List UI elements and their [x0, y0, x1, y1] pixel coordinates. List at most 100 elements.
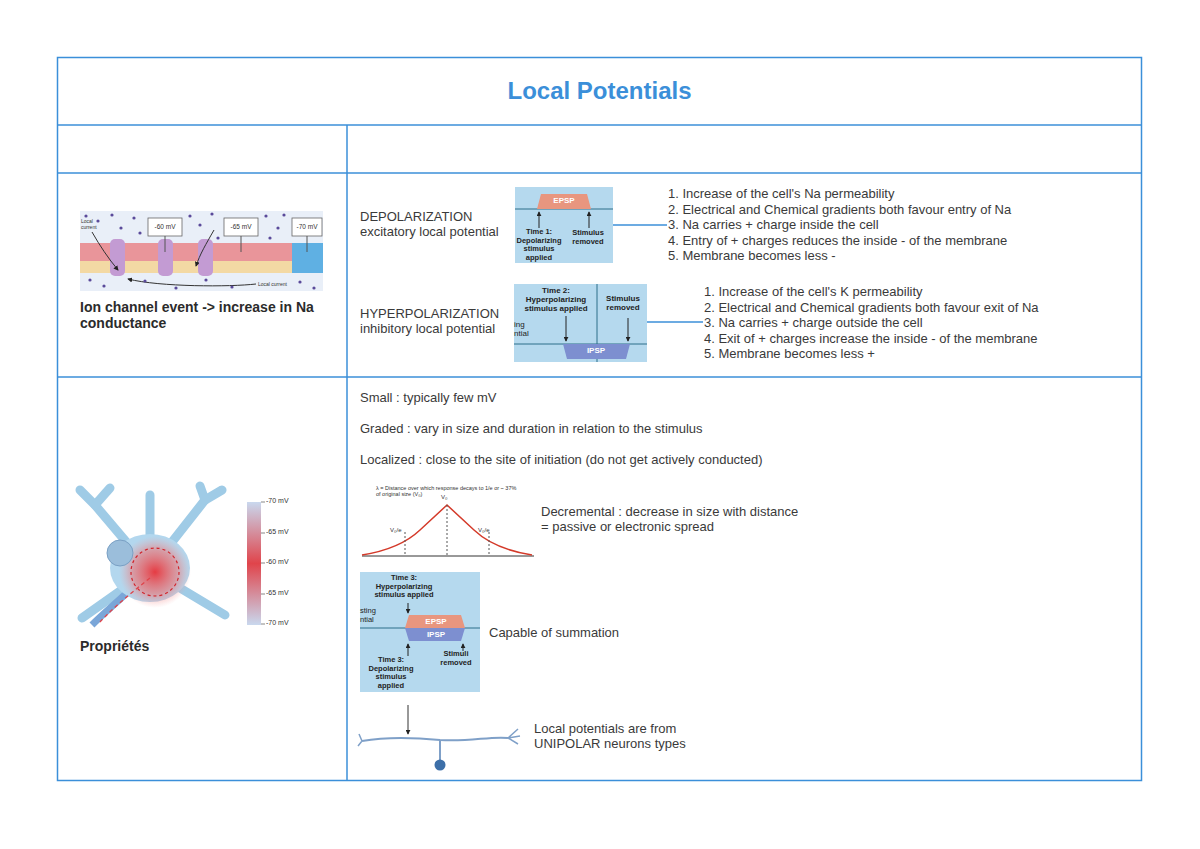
guide-line: [405, 532, 406, 556]
color-scale: [247, 502, 261, 625]
property-text: Graded : vary in size and duration in re…: [360, 422, 1060, 437]
ipsp-shape: [563, 344, 630, 359]
dendrite: [200, 486, 205, 500]
graph-symbol: V₀/e: [390, 527, 416, 534]
voltage-reading: -60 mV: [148, 223, 182, 230]
current-arrow: [92, 232, 118, 270]
graph-panel: Time 2: Hyperpolarizing stimulus applied…: [514, 284, 647, 362]
ion-dot: [312, 286, 315, 289]
cell-caption: Propriétés: [80, 638, 338, 654]
stimulus-arrow: [628, 318, 629, 341]
stimulus-arrow: [539, 212, 540, 228]
probe-wire: [241, 236, 242, 252]
dendrite: [95, 488, 110, 505]
graph-annotation: Stimuli removed: [432, 650, 480, 667]
graph-label: IPSP: [406, 630, 466, 639]
list-item: 1. Increase of the cell's K permeability: [704, 285, 1134, 300]
graph-annotation: Time 3: Depolarizing stimulus applied: [362, 656, 420, 691]
list-item: 2. Electrical and Chemical gradients bot…: [704, 301, 1134, 316]
ion-dot: [298, 280, 301, 283]
property-text: Small : typically few mV: [360, 391, 1060, 406]
leader-line: [613, 224, 667, 226]
graph-annotation: Time 1: Depolarizing stimulus applied: [515, 228, 563, 263]
axon: [362, 738, 508, 741]
table-title: Local Potentials: [57, 57, 1142, 125]
scale-label: -65 mV: [266, 528, 306, 536]
ion-dot: [268, 236, 271, 239]
table-cell: Ion channel event -> increase in Na cond…: [57, 173, 347, 377]
graph-panel-fill: [360, 572, 480, 692]
ion-dot: [204, 278, 207, 281]
epsp-shape: [537, 194, 591, 209]
scale-tick: [261, 594, 265, 595]
ion-dot: [88, 278, 91, 281]
table-cell: DEPOLARIZATION excitatory local potentia…: [347, 173, 1142, 377]
graph-label: EPSP: [545, 196, 583, 205]
probe-wire: [307, 236, 308, 252]
ion-dots: [84, 212, 315, 289]
table-cell: Small : typically few mV Graded : vary in…: [347, 377, 1142, 781]
stimulus-arrow: [408, 603, 409, 613]
ion-dot: [84, 214, 87, 217]
graph-panel-fill: [515, 187, 613, 263]
ion-dot: [143, 279, 146, 282]
graph-annotation: sting ntial: [360, 607, 384, 624]
nucleus: [107, 540, 133, 566]
voltage-reading: -65 mV: [224, 223, 258, 230]
list-item: 5. Membrane becomes less -: [668, 249, 1138, 264]
ion-dot: [230, 285, 233, 288]
table-frame: [58, 58, 1142, 781]
ion-dot: [119, 226, 122, 229]
ion-dot: [282, 213, 285, 216]
ion-dot: [216, 236, 219, 239]
guide-line: [447, 505, 448, 556]
scale-label: -60 mV: [266, 558, 306, 566]
table-cell: Propriétés: [57, 377, 347, 781]
epsp-shape: [405, 615, 465, 628]
scale-tick: [261, 563, 265, 564]
ion-dot: [264, 214, 267, 217]
stimulus-arrow: [589, 212, 590, 228]
decay-curve: [362, 505, 532, 555]
table-rule: [57, 124, 1142, 126]
illustration-label: Local current: [258, 282, 302, 288]
graph-note: λ = Distance over which response decays …: [376, 485, 520, 498]
graph-symbol: V₀: [441, 494, 461, 501]
scale-label: -70 mV: [266, 497, 306, 505]
graph-label: IPSP: [566, 346, 626, 355]
cell-caption: Ion channel event -> increase in Na cond…: [80, 299, 338, 331]
graph-label: EPSP: [406, 617, 466, 626]
list-item: 3. Na carries + charge outside the cell: [704, 316, 1134, 331]
scale-label: -70 mV: [266, 619, 306, 627]
property-text: Local potentials are from UNIPOLAR neuro…: [534, 722, 709, 752]
list-item: 5. Membrane becomes less +: [704, 347, 1134, 362]
current-arrow: [128, 279, 256, 286]
neuron-dendrites: [80, 486, 225, 618]
graph-annotation: Time 3: Hyperpolarizing stimulus applied: [364, 574, 444, 600]
ion-dot: [210, 212, 213, 215]
list-item: 4. Exit of + charges increase the inside…: [704, 332, 1134, 347]
stimulus-arrow: [566, 316, 567, 341]
graph-annotation: Stimulus removed: [600, 294, 646, 312]
list-item: 4. Entry of + charges reduces the inside…: [668, 234, 1138, 249]
ipsp-shape: [405, 628, 465, 641]
ion-dot: [174, 286, 177, 289]
graph-panel-fill: [514, 284, 647, 362]
guide-line: [489, 532, 490, 556]
probe-wire: [165, 236, 166, 252]
stimulus-arrow: [408, 644, 409, 656]
distance-axis: [362, 556, 534, 557]
list-item: 1. Increase of the cell's Na permeabilit…: [668, 187, 1138, 202]
graph-panel: EPSP Time 1: Depolarizing stimulus applie…: [515, 187, 613, 263]
graph-annotation: Time 2: Hyperpolarizing stimulus applied: [516, 286, 596, 314]
list-item: 2. Electrical and Chemical gradients bot…: [668, 203, 1138, 218]
illustration-background: [80, 211, 323, 291]
table-rule: [57, 172, 1142, 174]
graph-annotation: Stimulus removed: [565, 229, 611, 246]
ion-dot: [96, 219, 99, 222]
voltage-reading: -70 mV: [292, 223, 322, 230]
table-rule: [346, 125, 348, 781]
ion-dot: [276, 226, 279, 229]
current-path: [100, 578, 150, 622]
